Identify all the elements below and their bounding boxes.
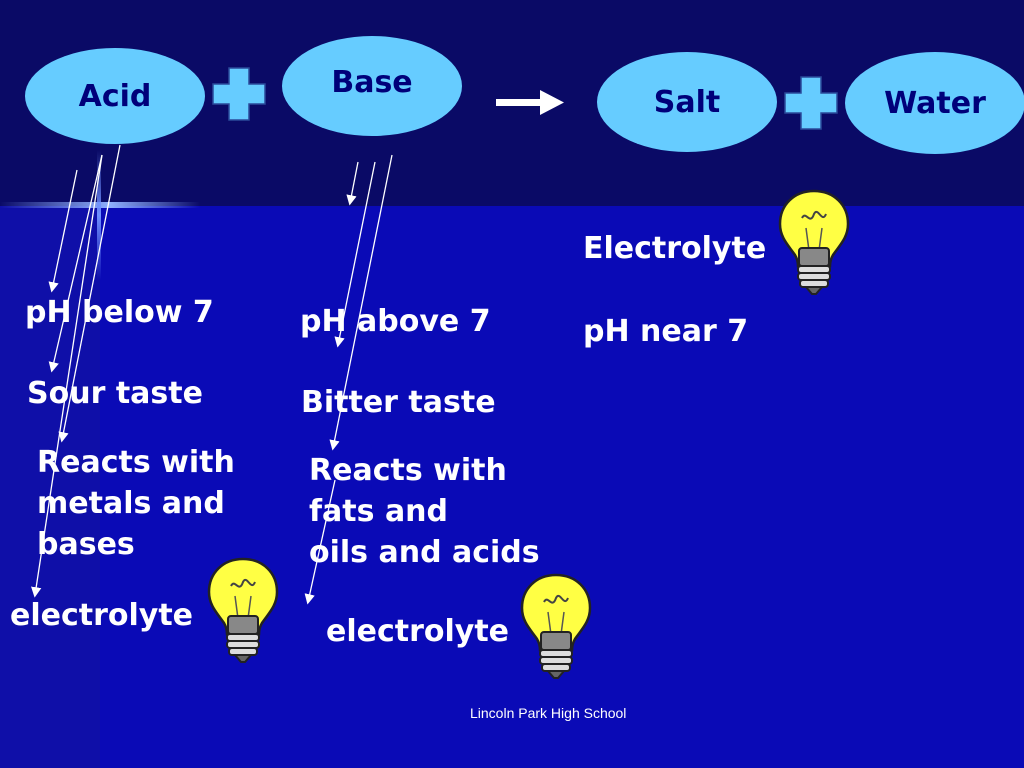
arrow-acid-electrolyte — [31, 154, 103, 598]
plus-icon — [784, 76, 838, 130]
salt-label: Salt — [653, 84, 721, 120]
water-oval: Water — [845, 52, 1024, 154]
arrow-acid-taste — [48, 154, 103, 373]
plus-icon — [212, 67, 266, 121]
acid-taste-text: Sour taste — [27, 376, 203, 411]
acid-ph-text: pH below 7 — [25, 295, 214, 330]
base-oval: Base — [282, 36, 462, 136]
light-bulb-icon — [778, 189, 850, 295]
arrow-base-reacts — [329, 154, 393, 451]
arrow-acid-reacts — [58, 144, 121, 443]
arrow-right-icon — [496, 90, 564, 115]
light-bulb-icon — [207, 557, 279, 663]
arrow-base-electrolyte — [304, 479, 336, 605]
salt-electrolyte-text: Electrolyte — [583, 231, 767, 266]
glow-line-vertical — [97, 150, 101, 280]
footer-text: Lincoln Park High School — [470, 705, 627, 721]
acid-reacts-text: Reacts with metals and bases — [37, 445, 235, 562]
acid-electrolyte-text: electrolyte — [10, 598, 194, 633]
base-taste-text: Bitter taste — [301, 385, 496, 420]
base-reacts-text: Reacts with fats and oils and acids — [309, 453, 540, 570]
base-electrolyte-text: electrolyte — [326, 614, 510, 649]
arrow-base-ph — [346, 161, 359, 206]
arrow-base-taste — [334, 161, 376, 348]
light-bulb-icon — [520, 573, 592, 679]
salt-ph-text: pH near 7 — [583, 314, 749, 349]
arrow-acid-ph — [48, 169, 78, 293]
acid-label: Acid — [78, 78, 152, 114]
salt-oval: Salt — [597, 52, 777, 152]
water-label: Water — [884, 85, 986, 121]
base-ph-text: pH above 7 — [300, 304, 491, 339]
background-left-band — [0, 206, 100, 768]
base-label: Base — [331, 64, 413, 100]
acid-oval: Acid — [25, 48, 205, 144]
